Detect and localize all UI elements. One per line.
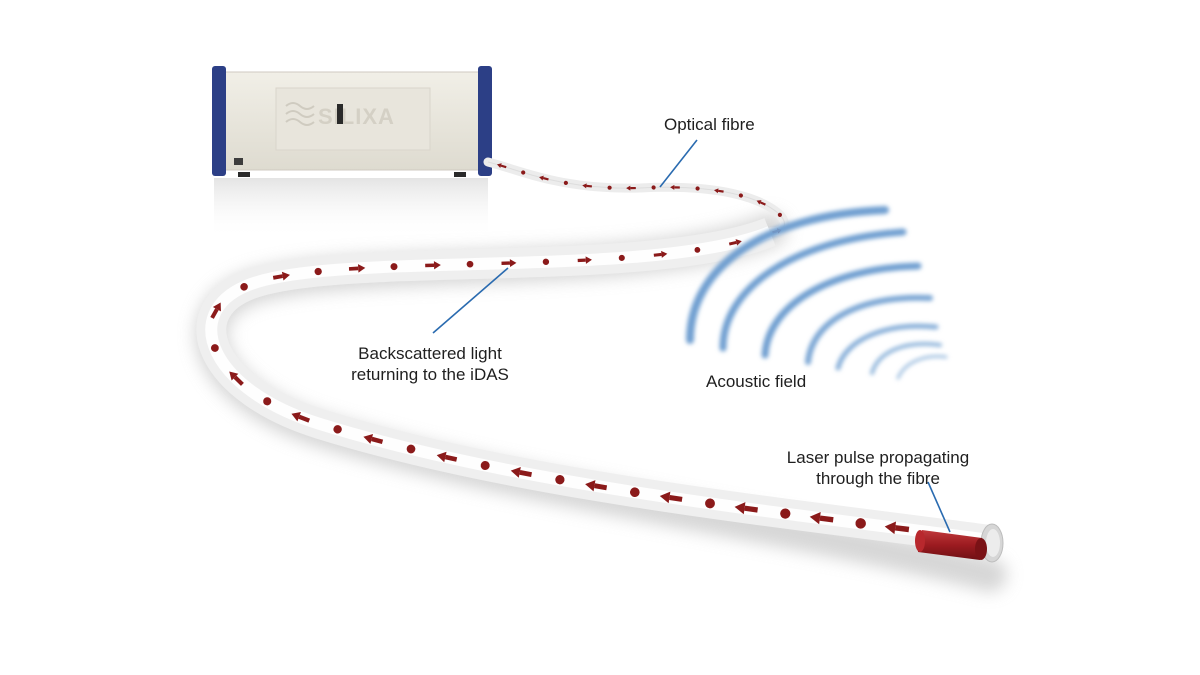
fibre-arrow-mark bbox=[585, 480, 608, 492]
laser-pulse-body bbox=[918, 530, 982, 560]
fibre-arrow-mark bbox=[272, 271, 290, 281]
fibre-arrow-mark bbox=[734, 502, 758, 515]
fibre-arrow-mark bbox=[210, 302, 221, 319]
fibre-arrow-mark bbox=[756, 200, 766, 206]
fibre-arrow-mark bbox=[714, 188, 724, 194]
device-frame-right bbox=[478, 66, 492, 176]
fibre-dot-mark bbox=[629, 487, 640, 498]
fibre-dot-mark bbox=[521, 170, 526, 175]
backscatter-arrows bbox=[210, 163, 910, 535]
fibre-dot-mark bbox=[390, 263, 398, 271]
label-laser-line2: through the fibre bbox=[816, 469, 940, 488]
fibre-dot-mark bbox=[333, 425, 342, 434]
acoustic-wave-6 bbox=[870, 341, 942, 375]
fibre-dot-mark bbox=[263, 397, 272, 406]
fibre-dot-mark bbox=[618, 254, 625, 261]
fibre-arrow-mark bbox=[659, 491, 683, 504]
label-backscattered-light: Backscattered light returning to the iDA… bbox=[330, 343, 530, 385]
label-backscatter-line1: Backscattered light bbox=[358, 344, 502, 363]
fibre-arrow-mark bbox=[436, 451, 458, 463]
fibre-arrow-mark bbox=[348, 264, 366, 273]
device-slot bbox=[337, 104, 343, 124]
device-frame-left bbox=[212, 66, 226, 176]
device-reflection bbox=[214, 178, 488, 238]
fibre-dot-mark bbox=[466, 260, 474, 268]
label-acoustic-field: Acoustic field bbox=[706, 372, 807, 391]
leader-optical-fibre bbox=[659, 139, 698, 188]
fibre-arrow-mark bbox=[539, 175, 549, 181]
fibre-dot-mark bbox=[210, 344, 219, 352]
fibre-arrow-mark bbox=[425, 261, 441, 270]
leader-backscatter bbox=[432, 267, 509, 334]
device-foot-left bbox=[238, 172, 250, 177]
acoustic-wave-5 bbox=[835, 323, 939, 371]
label-laser-pulse: Laser pulse propagating through the fibr… bbox=[766, 447, 990, 489]
fibre-dot-mark bbox=[607, 185, 612, 190]
label-laser-line1: Laser pulse propagating bbox=[786, 448, 970, 467]
fibre-arrow-mark bbox=[501, 259, 517, 267]
fibre-dot-mark bbox=[542, 258, 550, 265]
idas-device: SILIXA bbox=[212, 66, 492, 238]
fibre-dot-mark bbox=[651, 185, 656, 190]
fibre-arrow-mark bbox=[809, 511, 834, 525]
fibre-arrow-mark bbox=[363, 433, 384, 444]
device-panel bbox=[275, 87, 431, 151]
device-logo-text: SILIXA bbox=[318, 104, 395, 129]
fibre-arrow-mark bbox=[670, 184, 680, 190]
label-optical-fibre: Optical fibre bbox=[664, 115, 755, 134]
fibre-arrow-mark bbox=[884, 521, 910, 535]
laser-pulse-back bbox=[915, 530, 925, 552]
acoustic-wave-3 bbox=[761, 262, 922, 359]
acoustic-field-waves bbox=[686, 206, 948, 380]
fibre-arrow-mark bbox=[626, 185, 636, 191]
leader-laser-pulse bbox=[927, 481, 951, 533]
fibre-dot-mark bbox=[777, 212, 783, 217]
fibre-dot-mark bbox=[240, 282, 248, 291]
fibre-arrow-mark bbox=[582, 183, 592, 189]
fibre-main-segment bbox=[196, 217, 992, 555]
fibre-dot-mark bbox=[480, 460, 490, 471]
laser-pulse-front bbox=[975, 538, 987, 560]
leader-lines bbox=[432, 139, 951, 533]
fibre-arrow-mark bbox=[510, 466, 532, 478]
acoustic-wave-2 bbox=[719, 228, 907, 352]
device-foot-right bbox=[454, 172, 466, 177]
logo-waves-icon bbox=[285, 102, 315, 126]
fibre-arrow-mark bbox=[291, 412, 311, 423]
fibre-arrow-mark bbox=[229, 371, 244, 386]
fibre-dot-mark bbox=[406, 444, 416, 454]
fibre-dot-mark bbox=[705, 498, 715, 509]
acoustic-wave-1 bbox=[686, 206, 889, 344]
laser-pulse bbox=[915, 530, 987, 560]
label-backscatter-line2: returning to the iDAS bbox=[351, 365, 509, 384]
fibre-thin-outline bbox=[487, 161, 785, 233]
device-port-icon bbox=[234, 158, 243, 165]
fibre-dot-mark bbox=[695, 186, 700, 191]
acoustic-wave-4 bbox=[805, 294, 933, 365]
fibre-dot-mark bbox=[780, 508, 791, 519]
fibre-end-face bbox=[986, 529, 1000, 557]
fibre-dot-mark bbox=[563, 180, 569, 185]
fibre-dot-mark bbox=[314, 267, 322, 276]
acoustic-wave-7 bbox=[896, 354, 948, 380]
fibre-dot-mark bbox=[855, 518, 866, 529]
fibre-arrow-mark bbox=[496, 163, 507, 169]
fibre-arrow-mark bbox=[728, 239, 742, 246]
fibre-dot-mark bbox=[694, 246, 701, 253]
fibre-arrow-mark bbox=[577, 256, 592, 264]
fibre-dot-mark bbox=[738, 193, 744, 198]
fibre-arrow-mark bbox=[653, 250, 668, 258]
fibre-dot-mark bbox=[555, 475, 565, 485]
